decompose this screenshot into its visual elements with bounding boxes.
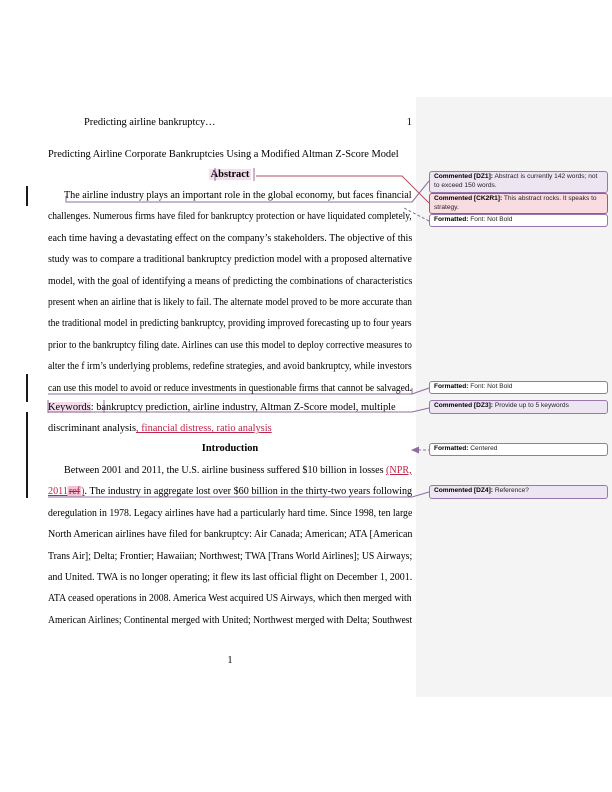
comment-author-label: Commented [DZ4]: — [434, 487, 493, 494]
comment-text: Provide up to 5 keywords — [494, 402, 569, 409]
text-line: alter the f irm’s underlying problems, r… — [48, 361, 412, 373]
comment-text: Abstract is currently 142 words; not to … — [434, 173, 598, 189]
header-page-number: 1 — [406, 117, 412, 128]
formatted-label: Formatted: — [434, 445, 469, 452]
text-line: present when an airline that is likely t… — [48, 296, 413, 308]
comment-author-label: Commented [CK2R1]: — [434, 195, 503, 202]
running-head-text: Predicting airline bankruptcy… — [84, 117, 216, 128]
text-line: Trans Air]; Delta; Frontier; Hawaiian; N… — [48, 550, 413, 562]
formatted-label: Formatted: — [434, 216, 469, 223]
text-line: The airline industry plays an important … — [64, 190, 412, 201]
text-line: study was to compare a traditional bankr… — [48, 254, 412, 266]
introduction-heading: Introduction — [201, 443, 259, 454]
change-bar — [26, 412, 28, 498]
formatted-text: Font: Not Bold — [470, 216, 513, 223]
comment-balloon-ck2r1[interactable]: Commented [CK2R1]: This abstract rocks. … — [429, 193, 608, 215]
text-line: American Airlines; Continental merged wi… — [48, 614, 413, 626]
comment-author-label: Commented [DZ1]: — [434, 173, 493, 180]
comment-balloon-dz1[interactable]: Commented [DZ1]: Abstract is currently 1… — [429, 171, 608, 193]
formatted-text: Centered — [470, 445, 498, 452]
comment-balloon-dz4[interactable]: Commented [DZ4]: Reference? — [429, 485, 608, 499]
abstract-heading: Abstract — [48, 169, 412, 180]
formatted-balloon-2[interactable]: Formatted: Font: Not Bold — [429, 381, 608, 394]
introduction-paragraph: Between 2001 and 2011, the U.S. airline … — [48, 464, 412, 635]
abstract-heading-anchor: Abstract — [208, 169, 252, 180]
text-line: Keywords: bankruptcy prediction, airline… — [48, 402, 396, 413]
change-bar — [26, 186, 28, 206]
formatted-balloon-1[interactable]: Formatted: Font: Not Bold — [429, 214, 608, 227]
comment-author-label: Commented [DZ3]: — [434, 402, 493, 409]
formatted-label: Formatted: — [434, 383, 469, 390]
text-line: deregulation in 1978. Legacy airlines ha… — [48, 507, 413, 519]
text-line: 2011ref). The industry in aggregate lost… — [48, 486, 413, 498]
formatted-balloon-3[interactable]: Formatted: Centered — [429, 443, 608, 456]
comment-text: This abstract rocks. It speaks to strate… — [434, 195, 597, 211]
text-line: model, with the goal of identifying a me… — [48, 275, 413, 287]
footer-page-number: 1 — [227, 655, 233, 666]
text-line: each time having a devastating effect on… — [48, 232, 413, 244]
change-bar — [26, 374, 28, 402]
comment-balloon-dz3[interactable]: Commented [DZ3]: Provide up to 5 keyword… — [429, 400, 608, 414]
text-line: can use this model to avoid or reduce in… — [48, 382, 412, 394]
paper-title: Predicting Airline Corporate Bankruptcie… — [48, 149, 399, 160]
text-line: North American airlines have filed for b… — [48, 529, 413, 541]
text-line: prior to the bankruptcy filing date. Air… — [48, 339, 412, 351]
text-line: and United. TWA is no longer operating; … — [48, 571, 413, 583]
text-line: Between 2001 and 2011, the U.S. airline … — [64, 465, 412, 476]
abstract-paragraph: The airline industry plays an important … — [48, 189, 412, 403]
keywords-paragraph: Keywords: bankruptcy prediction, airline… — [48, 401, 412, 444]
text-line: ATA ceased operations in 2008. America W… — [48, 593, 412, 605]
formatted-text: Font: Not Bold — [470, 383, 513, 390]
running-header: 1 Predicting airline bankruptcy… — [48, 117, 412, 128]
text-line: the traditional model in predicting bank… — [48, 318, 412, 330]
comment-text: Reference? — [494, 487, 529, 494]
text-line: challenges. Numerous firms have filed fo… — [48, 211, 412, 223]
text-line: discriminant analysis, financial distres… — [48, 423, 272, 435]
